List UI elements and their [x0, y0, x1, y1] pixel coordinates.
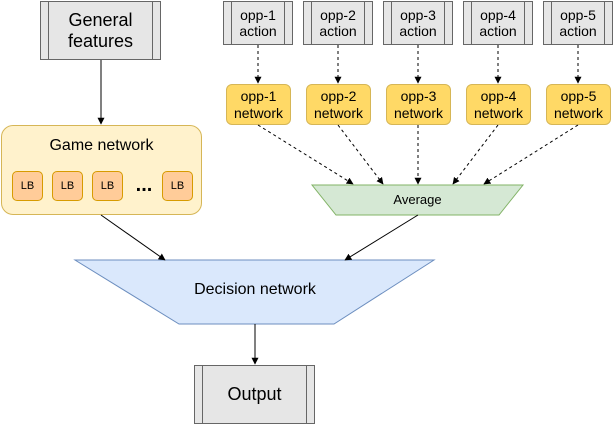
- layer-block: LB: [92, 171, 123, 201]
- edge-opp-1-network-to-average: [257, 124, 354, 185]
- opp-action-label: opp-2 action: [319, 6, 357, 39]
- general-features-label: General features: [67, 9, 134, 51]
- opp-1-network-node: opp-1 network: [226, 84, 291, 125]
- opp-3-action-node: opp-3 action: [383, 1, 453, 45]
- opp-action-label: opp-5 action: [559, 6, 597, 39]
- opp-4-action-node: opp-4 action: [463, 1, 533, 45]
- output-node: Output: [194, 365, 315, 424]
- output-label: Output: [227, 384, 282, 405]
- general-features-node: General features: [40, 1, 161, 60]
- layer-block: LB: [162, 171, 193, 201]
- layer-block: LB: [52, 171, 83, 201]
- average-label: Average: [393, 192, 442, 207]
- opp-4-network-node: opp-4 network: [466, 84, 531, 125]
- edge-game-to-decision: [100, 214, 166, 261]
- opp-2-network-node: opp-2 network: [306, 84, 371, 125]
- opp-action-label: opp-1 action: [239, 6, 277, 39]
- layer-block: LB: [12, 171, 43, 201]
- decision-network-shape: [73, 259, 436, 325]
- decision-network-label: Decision network: [194, 281, 316, 298]
- game-network-node: Game network LB LB LB ... LB: [1, 125, 202, 215]
- edge-opp-4-network-to-average: [452, 124, 499, 185]
- opp-5-network-node: opp-5 network: [546, 84, 611, 125]
- average-node-shape: [310, 184, 525, 216]
- opp-5-action-node: opp-5 action: [543, 1, 613, 45]
- opp-1-action-node: opp-1 action: [223, 1, 293, 45]
- opp-action-label: opp-4 action: [479, 6, 517, 39]
- edge-opp-5-network-to-average: [483, 124, 579, 185]
- edge-opp-2-network-to-average: [337, 124, 384, 185]
- opp-2-action-node: opp-2 action: [303, 1, 373, 45]
- game-network-title: Game network: [49, 137, 154, 154]
- layer-ellipsis: ...: [135, 174, 153, 196]
- edge-average-to-decision: [344, 214, 419, 261]
- opp-action-label: opp-3 action: [399, 6, 437, 39]
- opp-3-network-node: opp-3 network: [386, 84, 451, 125]
